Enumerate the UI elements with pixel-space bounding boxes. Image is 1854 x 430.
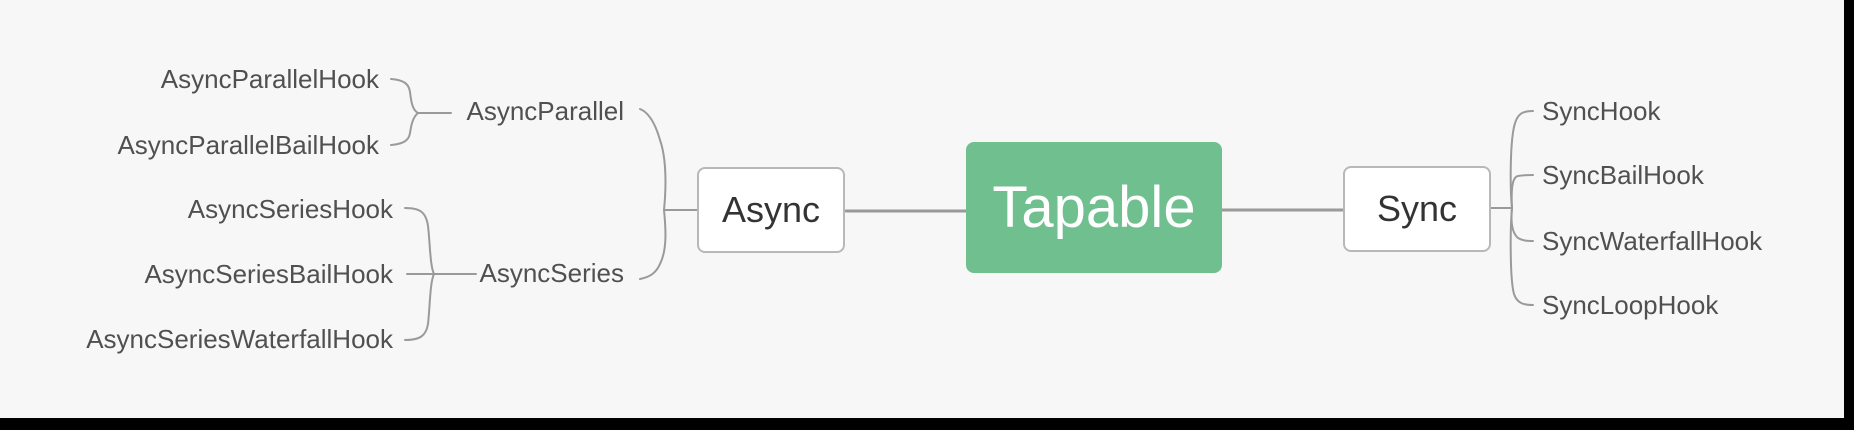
async-series-hook-node[interactable]: AsyncSeriesHook: [187, 194, 393, 224]
parallel-to-bail-connector: [390, 112, 419, 146]
async-series-node[interactable]: AsyncSeries: [479, 258, 625, 288]
parallel-to-hook-connector: [390, 78, 452, 114]
async-to-parallel-connector: [639, 108, 698, 211]
sync-hook-node[interactable]: SyncHook: [1542, 96, 1661, 126]
root-node[interactable]: Tapable: [966, 142, 1222, 273]
sync-to-bail-connector: [1510, 174, 1534, 209]
async-parallel-node[interactable]: AsyncParallel: [466, 96, 624, 126]
sync-node[interactable]: Sync: [1343, 166, 1491, 252]
series-to-waterfall-connector: [404, 273, 435, 341]
bottom-edge-border: [0, 418, 1854, 430]
async-parallel-hook-node[interactable]: AsyncParallelHook: [160, 64, 379, 94]
sync-bail-hook-node[interactable]: SyncBailHook: [1542, 160, 1704, 190]
async-to-series-connector: [639, 209, 667, 280]
async-series-bail-hook-node[interactable]: AsyncSeriesBailHook: [144, 259, 393, 289]
async-node[interactable]: Async: [697, 167, 845, 253]
sync-to-waterfall-connector: [1510, 207, 1534, 242]
series-to-hook-connector: [404, 207, 477, 275]
async-series-waterfall-hook-node[interactable]: AsyncSeriesWaterfallHook: [86, 324, 393, 354]
sync-loop-hook-node[interactable]: SyncLoopHook: [1542, 290, 1719, 320]
sync-to-loop-connector: [1509, 207, 1534, 306]
sync-waterfall-hook-node[interactable]: SyncWaterfallHook: [1542, 226, 1763, 256]
right-edge-border: [1844, 0, 1854, 430]
async-parallel-bail-hook-node[interactable]: AsyncParallelBailHook: [117, 130, 379, 160]
